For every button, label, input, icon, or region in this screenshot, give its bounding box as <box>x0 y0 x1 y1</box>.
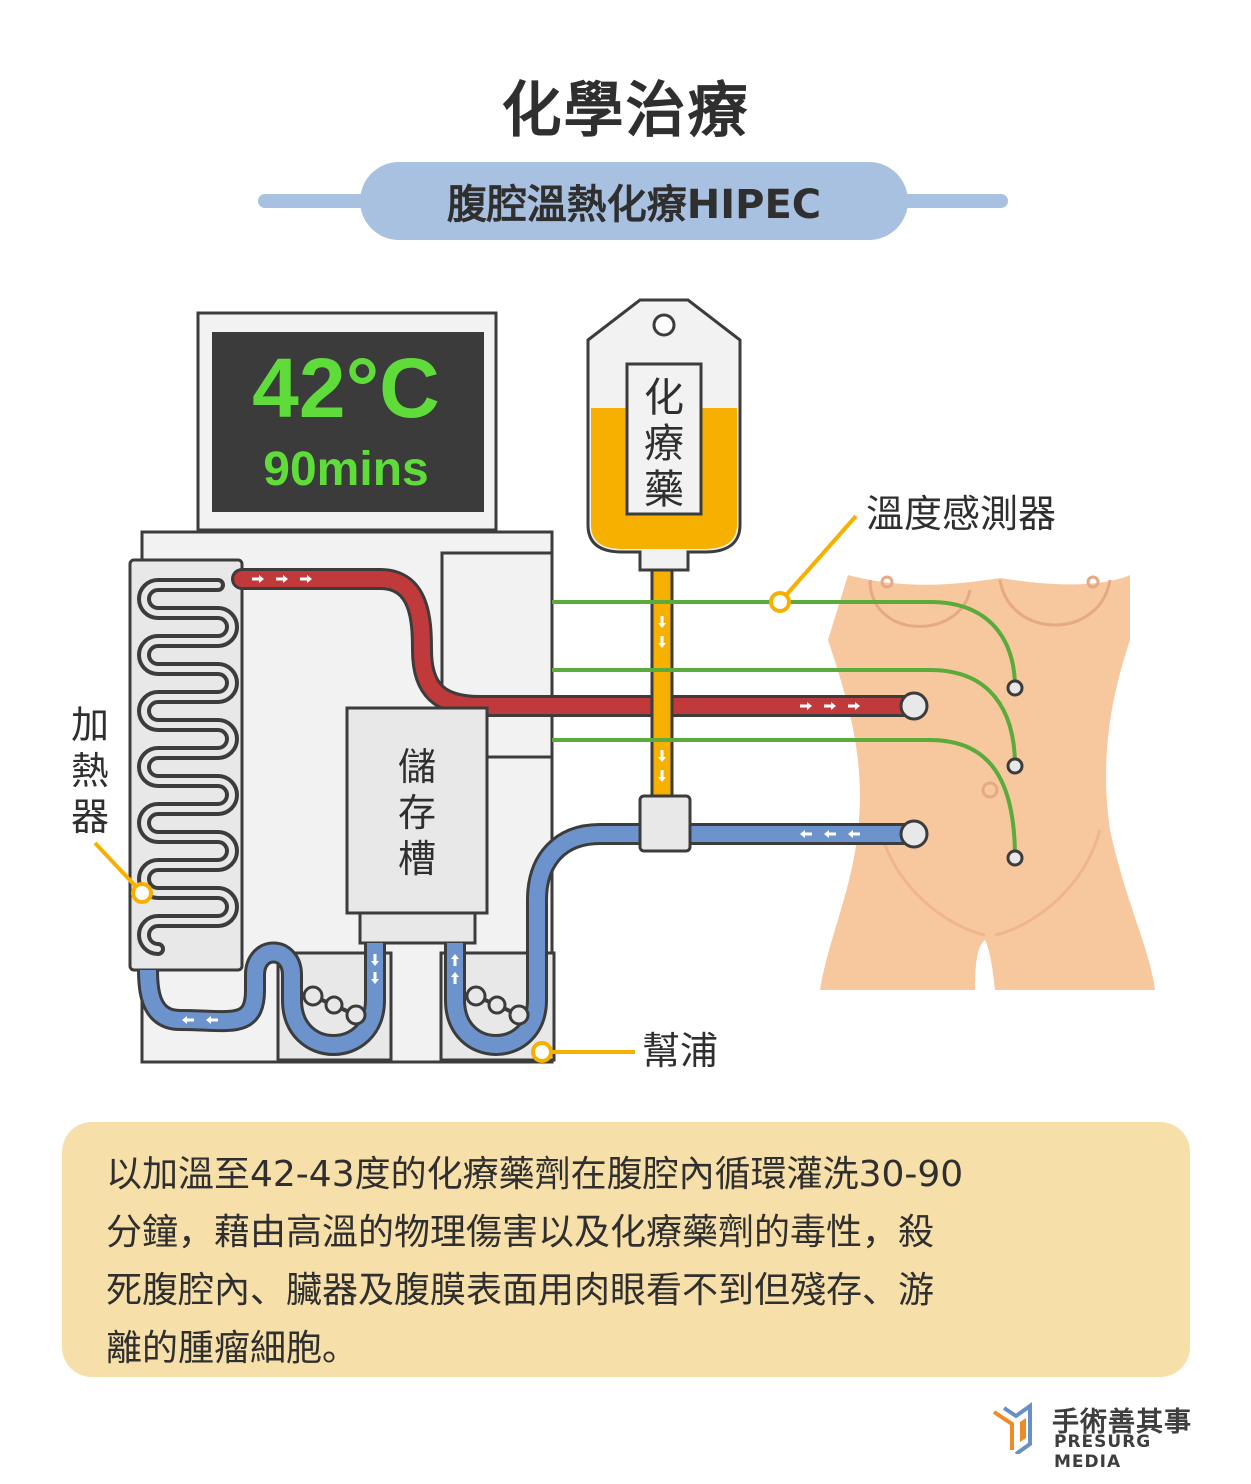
flow-arrow <box>206 1016 218 1024</box>
flow-arrow <box>658 750 666 762</box>
sensor-label: 溫度感測器 <box>866 492 1056 536</box>
presurg-logo-icon <box>992 1402 1032 1456</box>
logo-name-en: PRESURG MEDIA <box>1054 1432 1152 1472</box>
brand-logo: 手術善其事 PRESURG MEDIA <box>990 1398 1220 1472</box>
reservoir-label-char-1: 儲 <box>398 745 436 789</box>
flow-arrow <box>300 575 312 583</box>
heater-label-char-3: 器 <box>71 795 109 839</box>
callouts <box>93 514 858 1063</box>
temperature-sensor-wires <box>552 600 1024 867</box>
pump-rotor-1 <box>302 985 367 1026</box>
flow-arrow <box>371 972 379 984</box>
flow-arrow <box>824 702 836 710</box>
monitor: 42°C 90mins <box>196 311 498 532</box>
hot-tube <box>231 568 921 717</box>
flow-arrow <box>848 830 860 838</box>
reservoir-label-char-2: 存 <box>398 791 436 835</box>
temperature-readout: 42°C <box>252 341 440 435</box>
flow-arrow <box>658 770 666 782</box>
heater-label-char-2: 熱 <box>71 749 109 793</box>
flow-arrow <box>451 972 459 984</box>
flow-arrow <box>182 1016 194 1024</box>
flow-arrow <box>848 702 860 710</box>
flow-arrow <box>800 702 812 710</box>
y-connector <box>638 794 692 853</box>
bag-label-char-2: 療 <box>644 421 684 467</box>
return-tube <box>137 823 921 1056</box>
outflow-port <box>899 819 929 849</box>
description-line-2: 分鐘，藉由高溫的物理傷害以及化療藥劑的毒性，殺 <box>106 1212 935 1253</box>
subtitle-text: 腹腔溫熱化療HIPEC <box>446 182 822 228</box>
description-line-4: 離的腫瘤細胞。 <box>106 1328 359 1369</box>
flow-arrow <box>658 636 666 648</box>
bag-label-char-1: 化 <box>644 375 684 421</box>
flow-arrow <box>800 830 812 838</box>
pump-label: 幫浦 <box>642 1029 718 1073</box>
heater-coil <box>128 558 244 972</box>
pump-rotor-2 <box>465 985 530 1026</box>
flow-arrow <box>252 575 264 583</box>
flow-arrow <box>371 954 379 966</box>
sensor-probe <box>1006 849 1024 867</box>
sensor-probe <box>1006 757 1024 775</box>
description-line-1: 以加溫至42-43度的化療藥劑在腹腔內循環灌洗30-90 <box>106 1154 964 1195</box>
flow-arrows <box>182 575 860 1024</box>
chemo-iv-bag <box>586 298 742 572</box>
page-title: 化學治療 <box>501 76 750 146</box>
hipec-diagram: 42°C 90mins <box>71 298 1155 1073</box>
subtitle-pill: 腹腔溫熱化療HIPEC <box>360 162 908 240</box>
monitor-screen <box>212 332 484 512</box>
flow-arrow <box>824 830 836 838</box>
logo-name-cn: 手術善其事 <box>1052 1407 1192 1438</box>
inflow-port <box>899 691 929 721</box>
duration-readout: 90mins <box>263 443 428 496</box>
bag-label-char-3: 藥 <box>644 467 684 513</box>
description-line-3: 死腹腔內、臟器及腹膜表面用肉眼看不到但殘存、游 <box>106 1270 935 1311</box>
flow-arrow <box>276 575 288 583</box>
flow-arrow <box>658 616 666 628</box>
reservoir <box>345 706 489 945</box>
sensor-probe <box>1006 679 1024 697</box>
description-box: 以加溫至42-43度的化療藥劑在腹腔內循環灌洗30-90 分鐘，藉由高溫的物理傷… <box>62 1122 1190 1377</box>
reservoir-label-char-3: 槽 <box>398 837 436 881</box>
heater-label-char-1: 加 <box>71 703 109 747</box>
patient-torso <box>820 575 1155 990</box>
flow-arrow <box>451 954 459 966</box>
